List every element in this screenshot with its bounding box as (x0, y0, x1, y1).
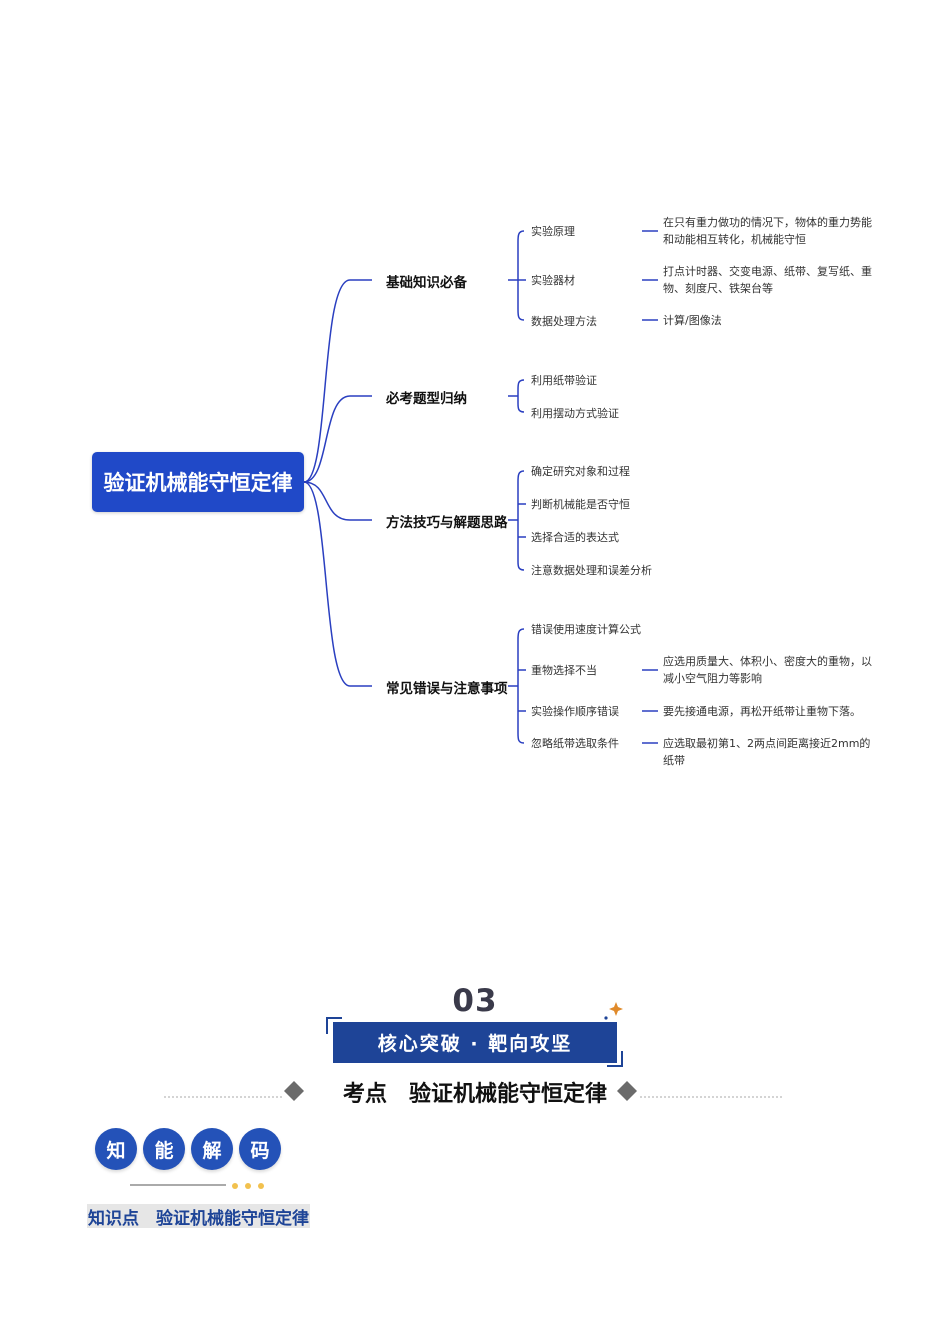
badge-neng: 能 (143, 1128, 185, 1170)
dot-icon (258, 1183, 264, 1189)
detail-principle: 在只有重力做功的情况下，物体的重力势能和动能相互转化，机械能守恒 (663, 216, 872, 246)
badge-zhi: 知 (95, 1128, 137, 1170)
connector-root-branch-1 (303, 279, 372, 483)
sub-velocity-formula: 错误使用速度计算公式 (531, 623, 641, 636)
dot-icon (245, 1183, 251, 1189)
detail-weight-choice: 应选用质量大、体积小、密度大的重物，以减小空气阻力等影响 (663, 655, 872, 685)
section-title: 考点 验证机械能守恒定律 (342, 1082, 607, 1107)
branch-basic-knowledge: 基础知识必备 (386, 275, 467, 291)
sub-swing-verify: 利用摆动方式验证 (531, 407, 619, 420)
mindmap-root: 验证机械能守恒定律 (92, 452, 304, 512)
sub-principle: 实验原理 (531, 225, 575, 238)
detail-operation-order: 要先接通电源，再松开纸带让重物下落。 (663, 705, 861, 718)
detail-equipment: 打点计时器、交变电源、纸带、复写纸、重物、刻度尺、铁架台等 (663, 265, 872, 295)
sub-operation-order: 实验操作顺序错误 (531, 705, 619, 718)
badge-ma: 码 (239, 1128, 281, 1170)
branch-common-errors: 常见错误与注意事项 (386, 681, 508, 697)
connector-root-branch-3 (303, 481, 372, 521)
diamond-right-icon (617, 1081, 637, 1101)
sub-determine-object: 确定研究对象和过程 (531, 465, 630, 478)
bracket-branch-3 (508, 470, 525, 571)
bracket-branch-1 (508, 230, 525, 321)
sub-choose-expression: 选择合适的表达式 (531, 531, 619, 544)
banner-frame (326, 1017, 623, 1067)
diamond-icons (284, 1081, 637, 1101)
branch-methods: 方法技巧与解题思路 (386, 515, 508, 531)
sub-weight-choice: 重物选择不当 (531, 664, 597, 677)
dot-icon (232, 1183, 238, 1189)
sub-error-analysis: 注意数据处理和误差分析 (531, 564, 652, 577)
detail-data-method: 计算/图像法 (663, 314, 722, 327)
branch-question-types: 必考题型归纳 (386, 391, 467, 407)
sub-data-method: 数据处理方法 (531, 315, 597, 328)
section-banner: 核心突破 · 靶向攻坚 (333, 1022, 617, 1063)
sub-tape-verify: 利用纸带验证 (531, 374, 597, 387)
sparkle-icon (604, 1002, 623, 1020)
sub-equipment: 实验器材 (531, 274, 575, 287)
knowledge-point-title: 知识点 验证机械能守恒定律 (87, 1204, 310, 1229)
sub-judge-conservation: 判断机械能是否守恒 (531, 498, 630, 511)
badge-jie: 解 (191, 1128, 233, 1170)
bracket-branch-2 (508, 379, 525, 413)
connector-root-branch-2 (303, 395, 372, 483)
badge-underline (130, 1183, 264, 1189)
diamond-left-icon (284, 1081, 304, 1101)
section-number: 03 (452, 983, 498, 1019)
sub-tape-selection: 忽略纸带选取条件 (531, 737, 619, 750)
connector-root-branch-4 (303, 481, 372, 687)
detail-tape-selection: 应选取最初第1、2两点间距离接近2mm的纸带 (663, 737, 871, 767)
bracket-branch-4 (508, 628, 525, 744)
